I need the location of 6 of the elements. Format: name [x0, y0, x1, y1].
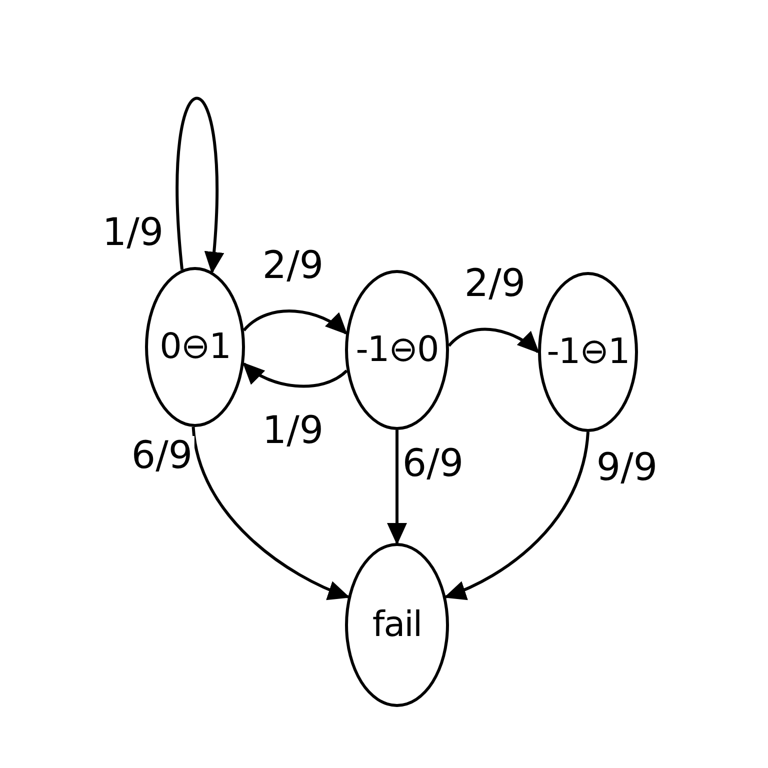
arrow: [387, 430, 407, 545]
state-label: -1⊖0: [356, 332, 438, 368]
state-label: 0⊖1: [160, 330, 230, 364]
arrow: [448, 328, 540, 354]
state-label: fail: [372, 608, 422, 642]
state-label: -1⊖1: [546, 334, 630, 370]
